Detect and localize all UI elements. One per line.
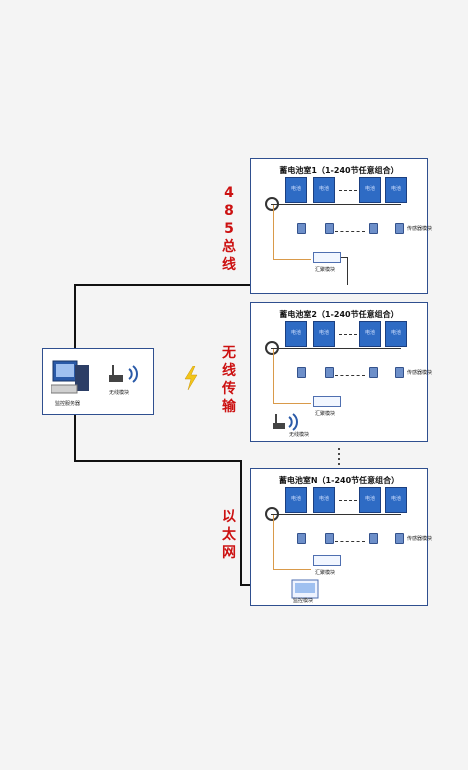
rs485-label: 4 8 5 总 线 <box>222 185 236 273</box>
server-panel: 监控服务器 无线模块 <box>42 348 154 415</box>
battery: 电池 <box>359 487 381 513</box>
battery: 电池 <box>313 321 335 347</box>
battery: 电池 <box>359 321 381 347</box>
wireless-link-label: 无 线 传 输 <box>222 345 236 415</box>
sensor-module <box>297 533 306 544</box>
server-label: 监控服务器 <box>55 401 81 407</box>
battery: 电池 <box>385 487 407 513</box>
wireless-module-icon <box>109 365 138 383</box>
sensor-module <box>297 367 306 378</box>
battery: 电池 <box>285 321 307 347</box>
display-module-icon <box>291 579 319 599</box>
collector-label: 汇聚模块 <box>315 570 336 576</box>
sensor-module <box>325 533 334 544</box>
battery: 电池 <box>313 487 335 513</box>
sensor-module <box>369 223 378 234</box>
collector-module <box>313 396 341 407</box>
sensor-module <box>325 367 334 378</box>
room-2-wireless-label: 无线模块 <box>289 432 310 438</box>
room-n-title: 蓄电池室N（1-240节任意组合） <box>278 476 400 485</box>
sensor-module <box>395 223 404 234</box>
computer-icon <box>51 360 89 394</box>
battery: 电池 <box>285 487 307 513</box>
ethernet-line-vertical <box>74 414 76 462</box>
ethernet-line-horizontal <box>74 460 242 462</box>
battery: 电池 <box>313 177 335 203</box>
lightning-icon <box>184 366 198 390</box>
collector-label: 汇聚模块 <box>315 411 336 417</box>
sensor-label: 传感器模块 <box>407 370 433 376</box>
battery: 电池 <box>285 177 307 203</box>
sensor-module <box>395 533 404 544</box>
room-2-title: 蓄电池室2（1-240节任意组合） <box>279 310 399 319</box>
more-rooms-dots <box>338 448 341 468</box>
sensor-module <box>369 533 378 544</box>
collector-label: 汇聚模块 <box>315 267 336 273</box>
ethernet-line-drop <box>240 460 242 585</box>
wireless-module-icon <box>273 413 298 431</box>
sensor-label: 传感器模块 <box>407 536 433 542</box>
rs485-line-vertical <box>74 284 76 350</box>
battery-room-n: 蓄电池室N（1-240节任意组合） 电池 电池 电池 电池 传感器模块 汇聚模块… <box>250 468 432 606</box>
sensor-module <box>297 223 306 234</box>
room-1-title: 蓄电池室1（1-240节任意组合） <box>279 166 399 175</box>
collector-module <box>313 252 341 263</box>
sensor-label: 传感器模块 <box>407 226 433 232</box>
server-wireless-label: 无线模块 <box>109 390 130 396</box>
battery-room-1: 蓄电池室1（1-240节任意组合） 电池 电池 电池 电池 传感器模块 汇聚模块 <box>250 158 432 294</box>
display-label: 监控模块 <box>293 598 314 604</box>
sensor-module <box>369 367 378 378</box>
rs485-line-horizontal <box>74 284 252 286</box>
ethernet-label: 以 太 网 <box>222 509 236 561</box>
collector-module <box>313 555 341 566</box>
battery: 电池 <box>385 321 407 347</box>
sensor-module <box>395 367 404 378</box>
battery: 电池 <box>385 177 407 203</box>
battery: 电池 <box>359 177 381 203</box>
battery-room-2: 蓄电池室2（1-240节任意组合） 电池 电池 电池 电池 传感器模块 汇聚模块… <box>250 302 432 442</box>
sensor-module <box>325 223 334 234</box>
